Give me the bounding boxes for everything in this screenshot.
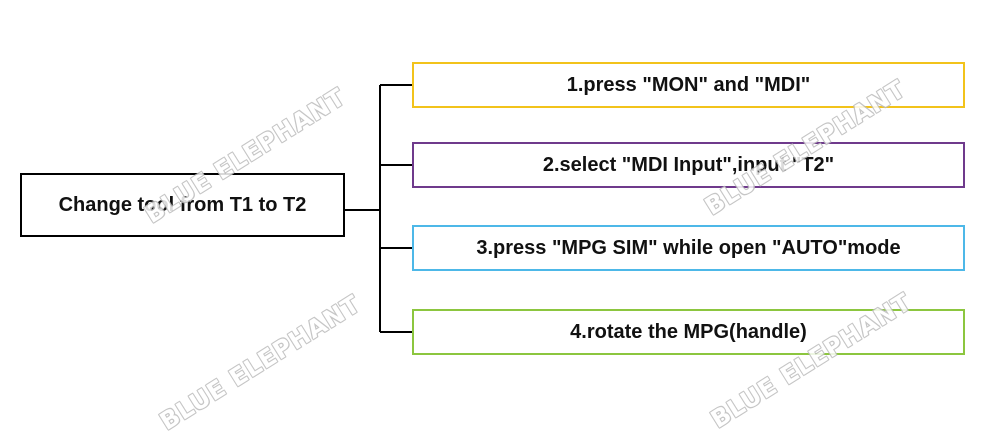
step-node-3: 3.press "MPG SIM" while open "AUTO"mode [412,225,965,271]
step-node-4-label: 4.rotate the MPG(handle) [570,320,807,343]
tree-connectors [345,84,412,333]
step-node-1: 1.press "MON" and "MDI" [412,62,965,108]
root-node-label: Change tool from T1 to T2 [58,193,307,216]
root-node: Change tool from T1 to T2 [20,173,345,237]
step-node-2: 2.select "MDI Input",input "T2" [412,142,965,188]
step-node-3-label: 3.press "MPG SIM" while open "AUTO"mode [476,236,901,259]
step-node-1-label: 1.press "MON" and "MDI" [566,73,811,96]
step-node-4: 4.rotate the MPG(handle) [412,309,965,355]
step-node-2-label: 2.select "MDI Input",input "T2" [542,153,835,176]
